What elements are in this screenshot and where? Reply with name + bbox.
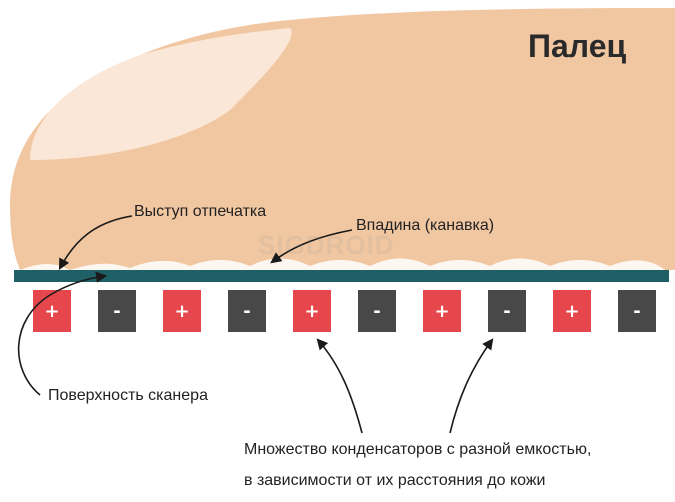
finger-title: Палец	[528, 28, 627, 64]
capacitor-cell	[163, 290, 201, 332]
capacitor-cell	[553, 290, 591, 332]
ridge-label: Выступ отпечатка	[134, 203, 267, 220]
skin-ridges-edge	[20, 258, 665, 270]
capacitor-sign: +	[304, 301, 319, 322]
capacitor-cell	[488, 290, 526, 332]
finger-nail-highlight	[30, 28, 292, 160]
capacitor-sign: -	[243, 301, 250, 322]
capacitor-minus: -	[358, 290, 396, 332]
capacitor-sign: -	[113, 301, 120, 322]
capacitor-plus: +	[33, 290, 71, 332]
capacitor-minus: -	[228, 290, 266, 332]
capacitor-minus: -	[98, 290, 136, 332]
capacitor-cell	[228, 290, 266, 332]
capacitor-cell	[618, 290, 656, 332]
capacitor-cell	[98, 290, 136, 332]
capacitor-sign: -	[633, 301, 640, 322]
scanner-surface	[14, 270, 669, 282]
capacitor-minus: -	[488, 290, 526, 332]
capacitor-row: + - + - + - + - + -	[33, 290, 656, 332]
capacitor-sign: -	[503, 301, 510, 322]
capacitor-plus: +	[163, 290, 201, 332]
valley-label: Впадина (канавка)	[356, 217, 495, 234]
capacitor-plus: +	[293, 290, 331, 332]
capacitor-arrow-left	[316, 338, 363, 434]
watermark: SIGDROID	[258, 230, 395, 260]
scanner-surface-label: Поверхность сканера	[48, 387, 208, 404]
capacitor-sign: +	[174, 301, 189, 322]
valley-arrow	[270, 229, 353, 264]
capacitor-cell	[293, 290, 331, 332]
capacitor-cell	[423, 290, 461, 332]
capacitor-sign: +	[44, 301, 59, 322]
surface-arrow	[17, 271, 108, 396]
capacitor-plus: +	[423, 290, 461, 332]
capacitor-cell	[33, 290, 71, 332]
capacitor-cell	[358, 290, 396, 332]
capacitor-plus: +	[553, 290, 591, 332]
capacitor-sign: +	[434, 301, 449, 322]
capacitors-label-line2: в зависимости от их расстояния до кожи	[244, 472, 546, 489]
ridge-arrow	[58, 215, 133, 270]
capacitor-minus: -	[618, 290, 656, 332]
capacitor-sign: -	[373, 301, 380, 322]
capacitor-arrow-right	[449, 338, 494, 434]
capacitors-label-line1: Множество конденсаторов с разной емкость…	[244, 441, 592, 458]
capacitor-sign: +	[564, 301, 579, 322]
